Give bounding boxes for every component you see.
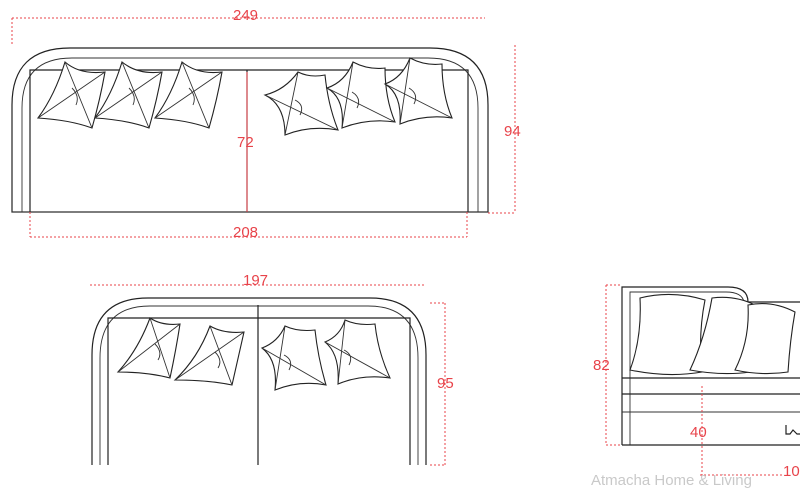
top-width-label: 249 [233, 7, 258, 24]
mid-depth-label: 95 [437, 375, 454, 392]
side-seat-label: 40 [690, 424, 707, 441]
cushion [325, 61, 396, 129]
cushion [323, 319, 391, 385]
cushion [36, 61, 106, 129]
cushion [734, 303, 796, 375]
cushion [153, 61, 223, 129]
seat-width-label: 208 [233, 224, 258, 241]
side-partial-label: 10 [783, 463, 800, 480]
cushion [260, 325, 327, 391]
cushion [116, 317, 181, 379]
small-decorative-figure [785, 425, 800, 435]
small-sofa-top-view: 197 95 [90, 272, 454, 466]
large-sofa-top-view: 249 94 72 208 [11, 7, 521, 241]
mid-width-label: 197 [243, 272, 268, 289]
back-height-label: 72 [237, 134, 254, 151]
watermark-text: Atmacha Home & Living [591, 472, 752, 489]
cushion [173, 325, 245, 386]
cushion [263, 71, 339, 136]
side-height-label: 82 [593, 357, 610, 374]
top-depth-label: 94 [504, 123, 521, 140]
sofa-side-view: 82 40 10 [593, 284, 800, 480]
cushion [93, 61, 163, 129]
cushion [383, 57, 453, 125]
